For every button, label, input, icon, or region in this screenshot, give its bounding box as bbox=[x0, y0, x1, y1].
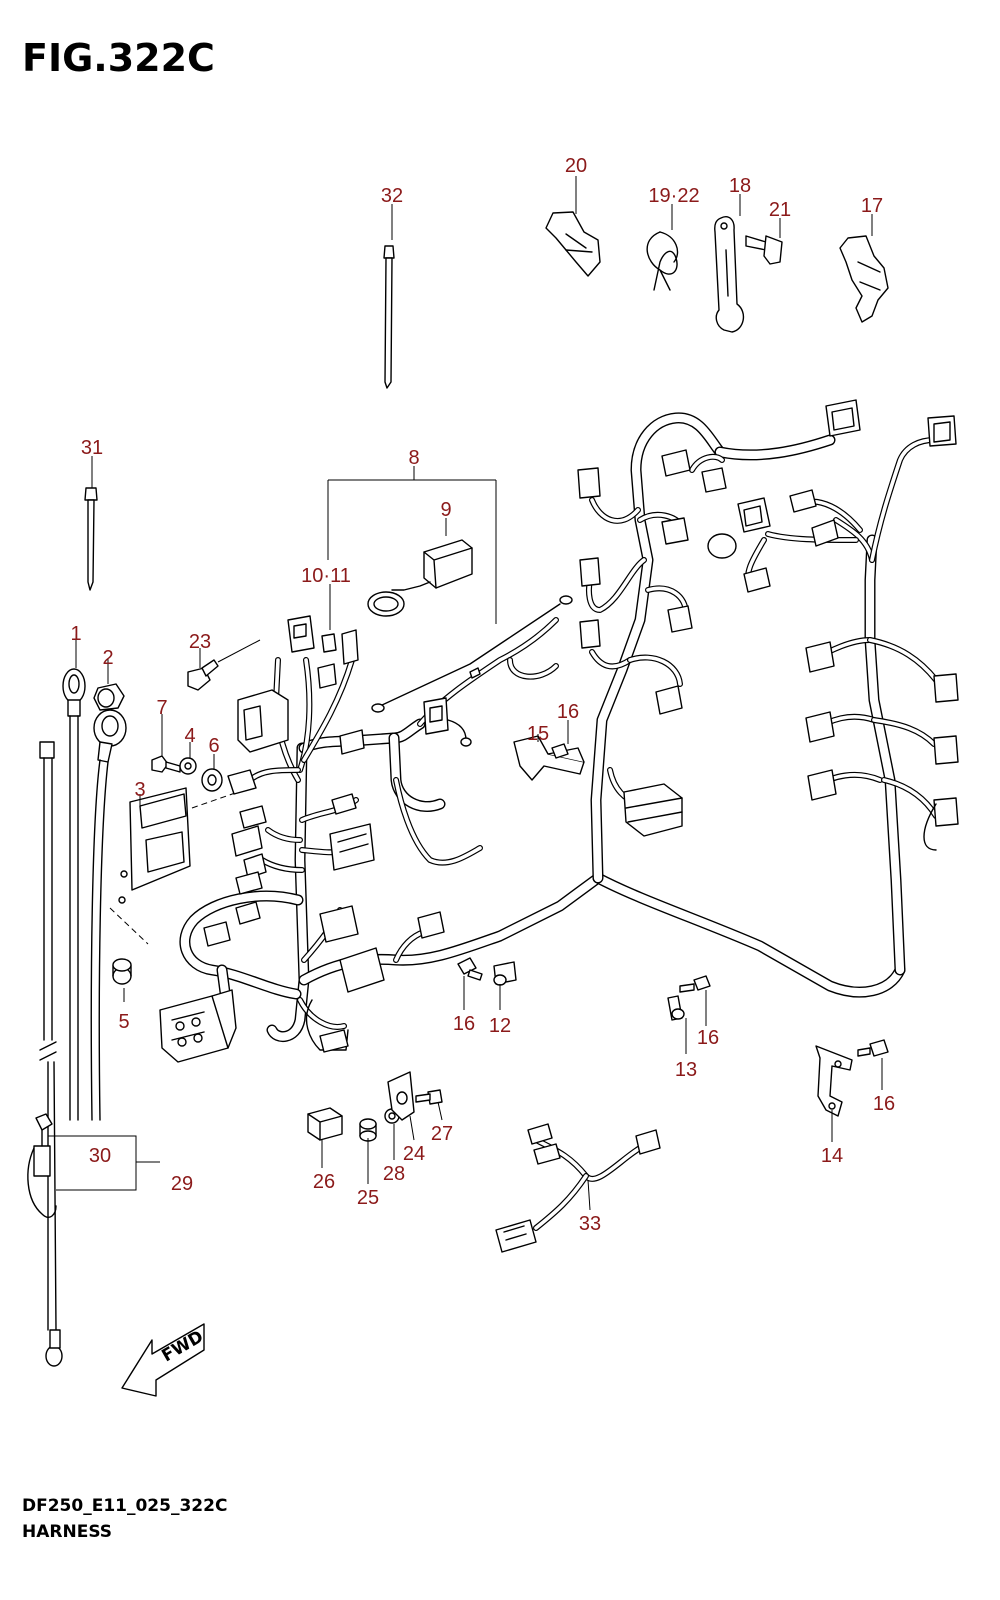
callout-23: 23 bbox=[189, 631, 211, 653]
callout-26: 26 bbox=[313, 1171, 335, 1193]
bolt-16 bbox=[457, 743, 889, 1057]
bolt-7 bbox=[151, 755, 181, 773]
callout-15: 15 bbox=[527, 723, 549, 745]
collar-4 bbox=[179, 757, 197, 775]
bolt-23 bbox=[187, 639, 261, 691]
cap-25 bbox=[359, 1118, 377, 1142]
callout-33: 33 bbox=[579, 1213, 601, 1235]
main-harness bbox=[179, 412, 906, 1042]
cable-tie-31 bbox=[84, 487, 98, 591]
nut-2 bbox=[93, 683, 125, 711]
callout-25: 25 bbox=[357, 1187, 379, 1209]
grommet-6 bbox=[201, 768, 223, 792]
fuse-10-11 bbox=[321, 633, 337, 653]
clamp-20 bbox=[545, 211, 601, 277]
callout-labels: 1 2 3 4 5 6 7 8 9 10·11 12 13 14 15 16 1… bbox=[70, 155, 895, 1235]
clip-19-22 bbox=[646, 231, 679, 291]
leader-lines bbox=[75, 176, 883, 1211]
bracket-14 bbox=[815, 1045, 853, 1117]
callout-18: 18 bbox=[729, 175, 751, 197]
callout-5: 5 bbox=[118, 1011, 129, 1033]
grommet-5 bbox=[112, 958, 132, 985]
figure-name: HARNESS bbox=[22, 1522, 113, 1542]
figure-code: DF250_E11_025_322C bbox=[22, 1496, 228, 1516]
bracket-24 bbox=[387, 1071, 415, 1121]
callout-bracket-8 bbox=[327, 466, 497, 630]
callout-lines-29-30 bbox=[48, 1135, 160, 1191]
sub-harness-33 bbox=[495, 1123, 661, 1253]
ground-cable-2 bbox=[90, 709, 127, 1121]
bolt-27 bbox=[415, 1089, 443, 1105]
clip-12 bbox=[493, 961, 517, 986]
callout-9: 9 bbox=[440, 499, 451, 521]
callout-21: 21 bbox=[769, 199, 791, 221]
callout-13: 13 bbox=[675, 1059, 697, 1081]
callout-12: 12 bbox=[489, 1015, 511, 1037]
callout-16-b: 16 bbox=[453, 1013, 475, 1035]
fwd-arrow-icon: FWD bbox=[121, 1323, 207, 1397]
callout-29: 29 bbox=[171, 1173, 193, 1195]
callout-31: 31 bbox=[81, 437, 103, 459]
callout-16-a: 16 bbox=[557, 701, 579, 723]
callout-28: 28 bbox=[383, 1163, 405, 1185]
bracket-3 bbox=[109, 787, 239, 945]
callout-1: 1 bbox=[70, 623, 81, 645]
callout-30: 30 bbox=[89, 1145, 111, 1167]
callout-17: 17 bbox=[861, 195, 883, 217]
relay-26 bbox=[307, 1107, 343, 1141]
callout-2: 2 bbox=[102, 647, 113, 669]
callout-3: 3 bbox=[134, 779, 145, 801]
bolt-21 bbox=[745, 235, 783, 265]
callout-14: 14 bbox=[821, 1145, 843, 1167]
callout-24: 24 bbox=[403, 1143, 425, 1165]
cable-tie-32 bbox=[383, 245, 395, 389]
callout-4: 4 bbox=[184, 725, 195, 747]
callout-20: 20 bbox=[565, 155, 587, 177]
relay-9 bbox=[367, 539, 473, 617]
callout-6: 6 bbox=[208, 735, 219, 757]
strap-18 bbox=[714, 216, 745, 333]
callout-10-11: 10·11 bbox=[301, 565, 351, 587]
fuse-holder-30 bbox=[27, 1113, 57, 1218]
callout-7: 7 bbox=[156, 697, 167, 719]
callout-16-d: 16 bbox=[873, 1093, 895, 1115]
callout-19-22: 19·22 bbox=[648, 185, 699, 207]
harness-connectors bbox=[159, 399, 959, 1063]
callout-16-c: 16 bbox=[697, 1027, 719, 1049]
callout-32: 32 bbox=[381, 185, 403, 207]
clamp-17 bbox=[839, 235, 889, 323]
cable-29 bbox=[39, 741, 63, 1367]
clip-13 bbox=[667, 995, 685, 1021]
figure-title: FIG.322C bbox=[22, 36, 215, 80]
callout-8: 8 bbox=[408, 447, 419, 469]
ground-cable-1 bbox=[62, 668, 86, 1121]
callout-27: 27 bbox=[431, 1123, 453, 1145]
